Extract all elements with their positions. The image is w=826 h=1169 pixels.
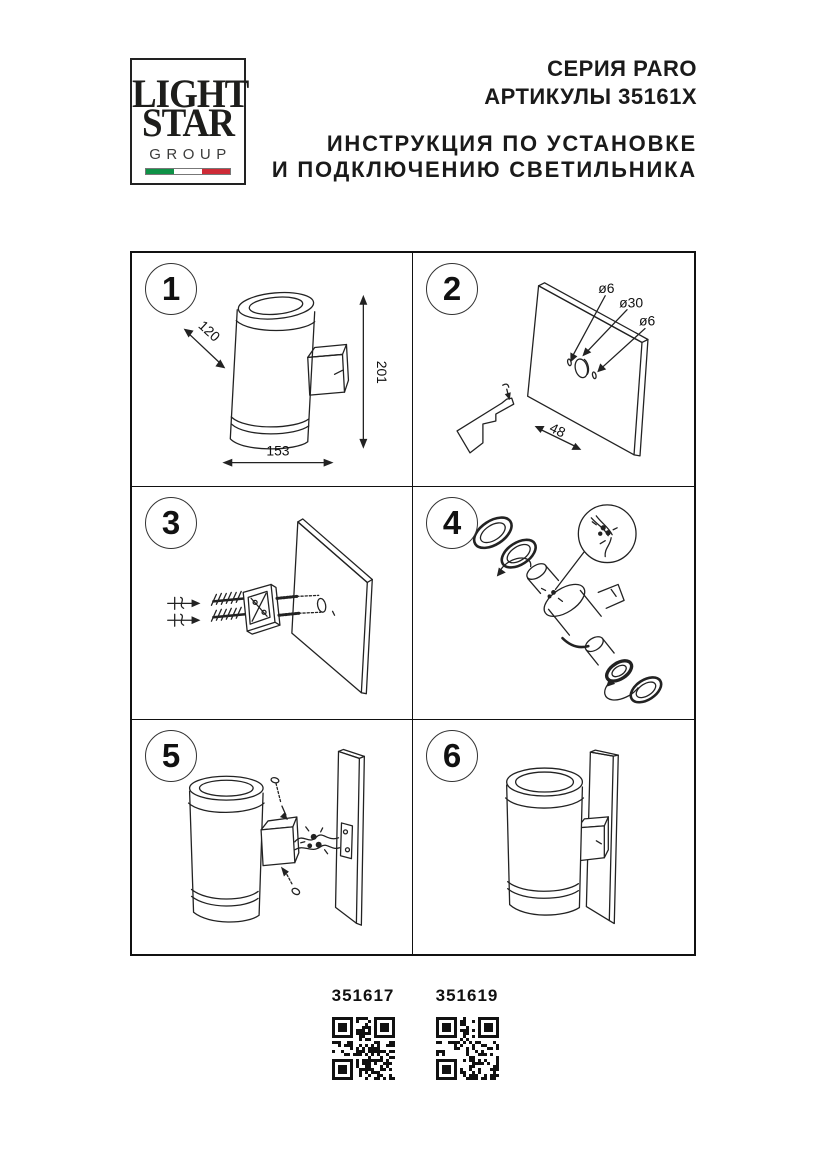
step-number-badge: 1 bbox=[145, 263, 197, 315]
wall-drilling-drawing: ø6 ø30 ø6 48 bbox=[456, 280, 656, 457]
article-number: 351617 bbox=[331, 986, 395, 1005]
step-panel-6: 6 bbox=[413, 720, 694, 954]
dimensions-drawing: 120 201 153 bbox=[183, 291, 390, 467]
lightstar-logo: LIGHT STAR GROUP bbox=[130, 58, 249, 185]
step-number: 2 bbox=[442, 270, 462, 307]
step-number: 5 bbox=[161, 737, 181, 775]
series-title: СЕРИЯ PARO bbox=[547, 56, 697, 81]
step-panel-1: 1 120 bbox=[132, 253, 413, 487]
instruction-title-line2: И ПОДКЛЮЧЕНИЮ СВЕТИЛЬНИКА bbox=[271, 157, 697, 182]
dim-height: 201 bbox=[374, 361, 390, 384]
articles-title: АРТИКУЛЫ 35161X bbox=[484, 84, 697, 109]
hole-label-right: ø6 bbox=[639, 313, 655, 329]
italian-flag-stripe bbox=[145, 167, 231, 175]
dim-width: 153 bbox=[266, 443, 289, 459]
qr-code bbox=[435, 1017, 499, 1080]
instruction-title-line1: ИНСТРУКЦИЯ ПО УСТАНОВКЕ bbox=[326, 131, 697, 156]
step-number: 3 bbox=[161, 503, 181, 541]
logo-word-star: STAR bbox=[142, 101, 235, 146]
lamp-assembly-drawing bbox=[472, 503, 663, 704]
steps-grid: 1 120 bbox=[130, 251, 696, 956]
flag-green bbox=[146, 168, 174, 174]
flag-red bbox=[202, 168, 230, 174]
header: СЕРИЯ PARO АРТИКУЛЫ 35161X ИНСТРУКЦИЯ ПО… bbox=[272, 55, 697, 183]
qr-block-351617: 351617 bbox=[328, 986, 398, 1080]
logo-word-light: LIGHT bbox=[132, 72, 249, 117]
step-number-badge: 3 bbox=[145, 496, 197, 549]
step-number: 1 bbox=[161, 270, 181, 307]
step-number-badge: 2 bbox=[426, 263, 478, 315]
final-mount-drawing bbox=[505, 749, 619, 925]
qr-block-351619: 351619 bbox=[432, 986, 502, 1080]
logo-word-group: GROUP bbox=[149, 145, 232, 163]
step-number-badge: 4 bbox=[426, 496, 478, 549]
step-number-badge: 5 bbox=[145, 730, 197, 783]
wiring-drawing bbox=[187, 749, 365, 927]
hole-label-center: ø30 bbox=[619, 295, 643, 311]
step-panel-2: 2 ø6 ø30 ø6 bbox=[413, 253, 694, 487]
qr-code bbox=[331, 1017, 395, 1080]
step-number-badge: 6 bbox=[426, 730, 478, 783]
article-number: 351619 bbox=[435, 986, 499, 1005]
step-number: 4 bbox=[442, 503, 462, 541]
flag-white bbox=[174, 168, 202, 174]
step-panel-4: 4 bbox=[413, 487, 694, 721]
hole-label-left: ø6 bbox=[598, 280, 614, 296]
step-panel-5: 5 bbox=[132, 720, 413, 954]
step-number: 6 bbox=[442, 737, 462, 775]
step-panel-3: 3 bbox=[132, 486, 413, 721]
dim-spacing: 48 bbox=[547, 419, 568, 440]
dim-diameter: 120 bbox=[195, 317, 223, 345]
bracket-mounting-drawing bbox=[167, 517, 373, 694]
